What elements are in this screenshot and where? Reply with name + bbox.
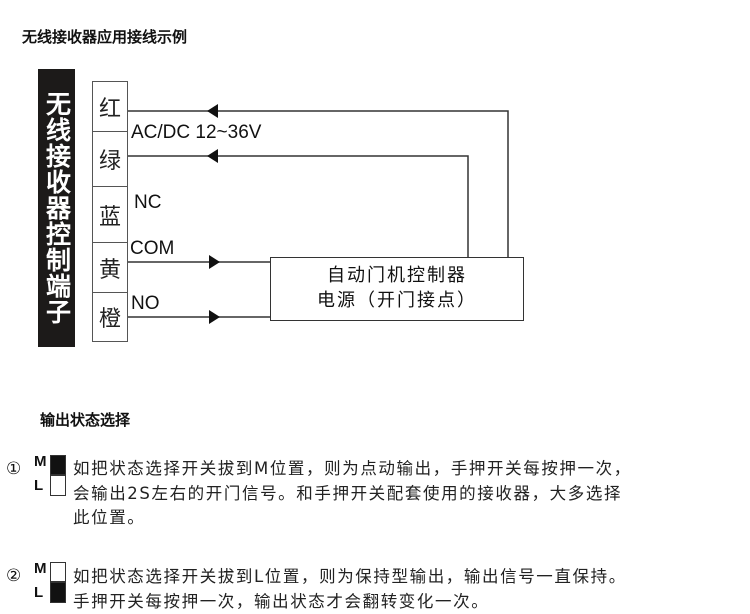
mode-2-description: 如把状态选择开关拔到L位置，则为保持型输出，输出信号一直保持。 手押开关每按押一…	[73, 565, 627, 614]
switch-indicator-m-off	[50, 562, 66, 582]
switch-m-label: M	[34, 453, 47, 470]
mode-number: ②	[6, 566, 22, 586]
com-label: COM	[130, 238, 175, 259]
controller-line2: 电源（开门接点）	[317, 290, 477, 311]
mode-1-description: 如把状态选择开关拔到M位置，则为点动输出，手押开关每按押一次， 会输出2S左右的…	[73, 457, 632, 531]
mode-number: ①	[6, 459, 22, 479]
text-line: 此位置。	[73, 508, 146, 527]
switch-l-label: L	[34, 477, 44, 494]
text-line: 如把状态选择开关拔到L位置，则为保持型输出，输出信号一直保持。	[73, 567, 627, 586]
switch-indicator-m-on	[50, 455, 66, 475]
switch-indicator-l-off	[50, 475, 66, 496]
arrow-left-icon	[207, 149, 218, 163]
no-label: NO	[131, 293, 160, 314]
terminal-orange: 橙	[92, 292, 128, 342]
wire-red	[128, 110, 509, 258]
terminal-block-label: 无线接收器控制端子	[38, 69, 75, 347]
controller-line1: 自动门机控制器	[327, 265, 467, 286]
wire-green	[128, 155, 469, 258]
section-title: 输出状态选择	[40, 411, 131, 429]
arrow-left-icon	[207, 104, 218, 118]
power-label: AC/DC 12~36V	[131, 122, 262, 143]
nc-label: NC	[134, 192, 162, 213]
switch-l-label: L	[34, 584, 44, 601]
switch-indicator-l-on	[50, 582, 66, 603]
switch-m-label: M	[34, 560, 47, 577]
arrow-right-icon	[209, 310, 220, 324]
page-title: 无线接收器应用接线示例	[22, 28, 188, 46]
arrow-right-icon	[209, 255, 220, 269]
wiring-lines	[128, 104, 509, 324]
text-line: 如把状态选择开关拔到M位置，则为点动输出，手押开关每按押一次，	[73, 459, 632, 478]
text-line: 手押开关每按押一次，输出状态才会翻转变化一次。	[73, 591, 490, 611]
door-controller-box: 自动门机控制器 电源（开门接点）	[270, 257, 524, 321]
text-line: 会输出2S左右的开门信号。和手押开关配套使用的接收器，大多选择	[73, 483, 623, 503]
